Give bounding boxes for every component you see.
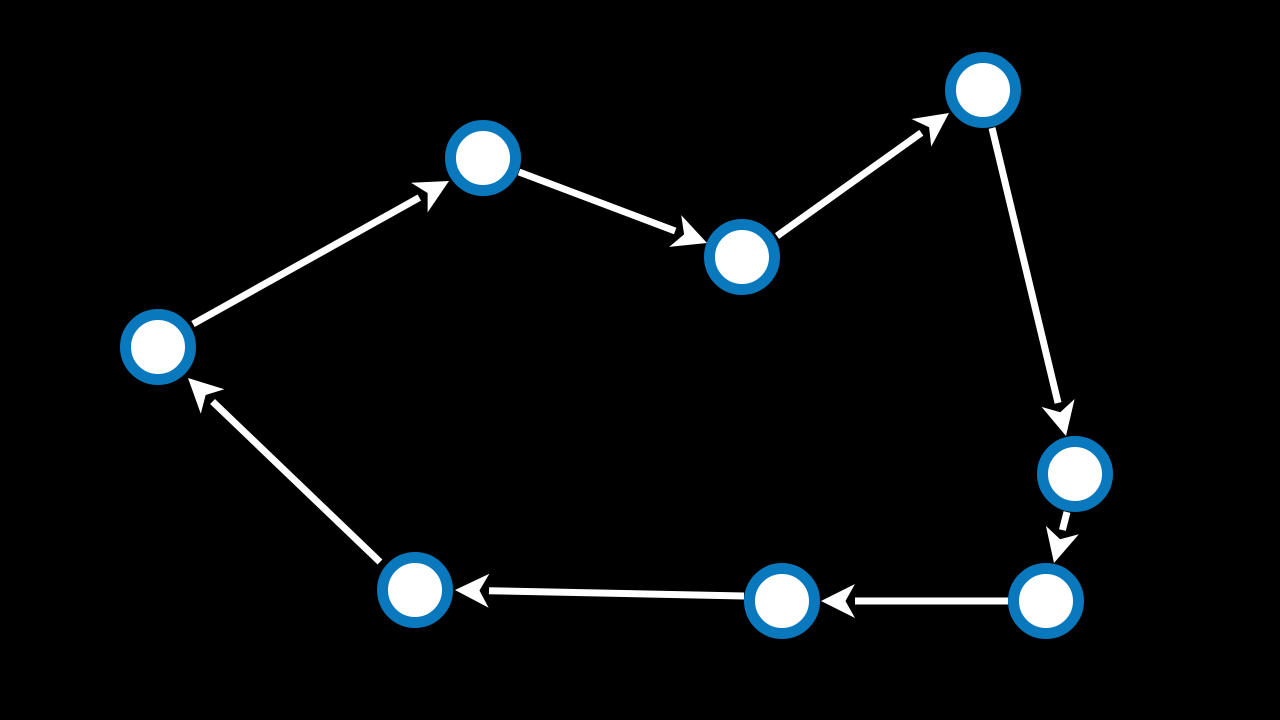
graph-node[interactable] <box>704 219 780 295</box>
node-circle <box>1037 436 1113 512</box>
graph-edge[interactable] <box>191 181 449 328</box>
node-circle <box>445 120 521 196</box>
node-circle <box>120 309 196 385</box>
edge-arrowhead <box>1041 398 1075 436</box>
graph-node[interactable] <box>120 309 196 385</box>
edge-arrowhead <box>455 573 490 608</box>
node-circle <box>1008 563 1084 639</box>
edge-arrowhead <box>911 113 949 147</box>
graph-edge[interactable] <box>455 573 745 608</box>
graph-edge[interactable] <box>988 127 1075 436</box>
node-circle <box>945 52 1021 128</box>
edge-arrowhead <box>669 215 707 247</box>
graph-node[interactable] <box>744 563 820 639</box>
edge-shaft <box>191 194 422 328</box>
edge-shaft <box>210 398 383 565</box>
edge-arrowhead <box>188 378 225 414</box>
edge-shaft <box>517 168 677 235</box>
edge-arrowhead <box>1045 525 1079 563</box>
graph-edge[interactable] <box>517 168 707 247</box>
edge-arrowhead <box>411 181 449 213</box>
graph-node[interactable] <box>1008 563 1084 639</box>
edge-shaft <box>488 587 745 600</box>
graph-node[interactable] <box>377 552 453 628</box>
graph-node[interactable] <box>945 52 1021 128</box>
graph-node[interactable] <box>1037 436 1113 512</box>
edge-shaft <box>774 129 924 239</box>
graph-edge[interactable] <box>774 113 949 239</box>
nodes-layer <box>120 52 1113 639</box>
edge-arrowhead <box>821 584 855 618</box>
graph-node[interactable] <box>445 120 521 196</box>
edges-layer <box>188 113 1079 618</box>
graph-edge[interactable] <box>821 584 1008 618</box>
node-circle <box>744 563 820 639</box>
edge-shaft <box>988 127 1062 404</box>
graph-edge[interactable] <box>188 378 383 565</box>
edge-shaft <box>1059 511 1071 531</box>
node-circle <box>377 552 453 628</box>
graph-edge[interactable] <box>1045 511 1079 563</box>
node-circle <box>704 219 780 295</box>
